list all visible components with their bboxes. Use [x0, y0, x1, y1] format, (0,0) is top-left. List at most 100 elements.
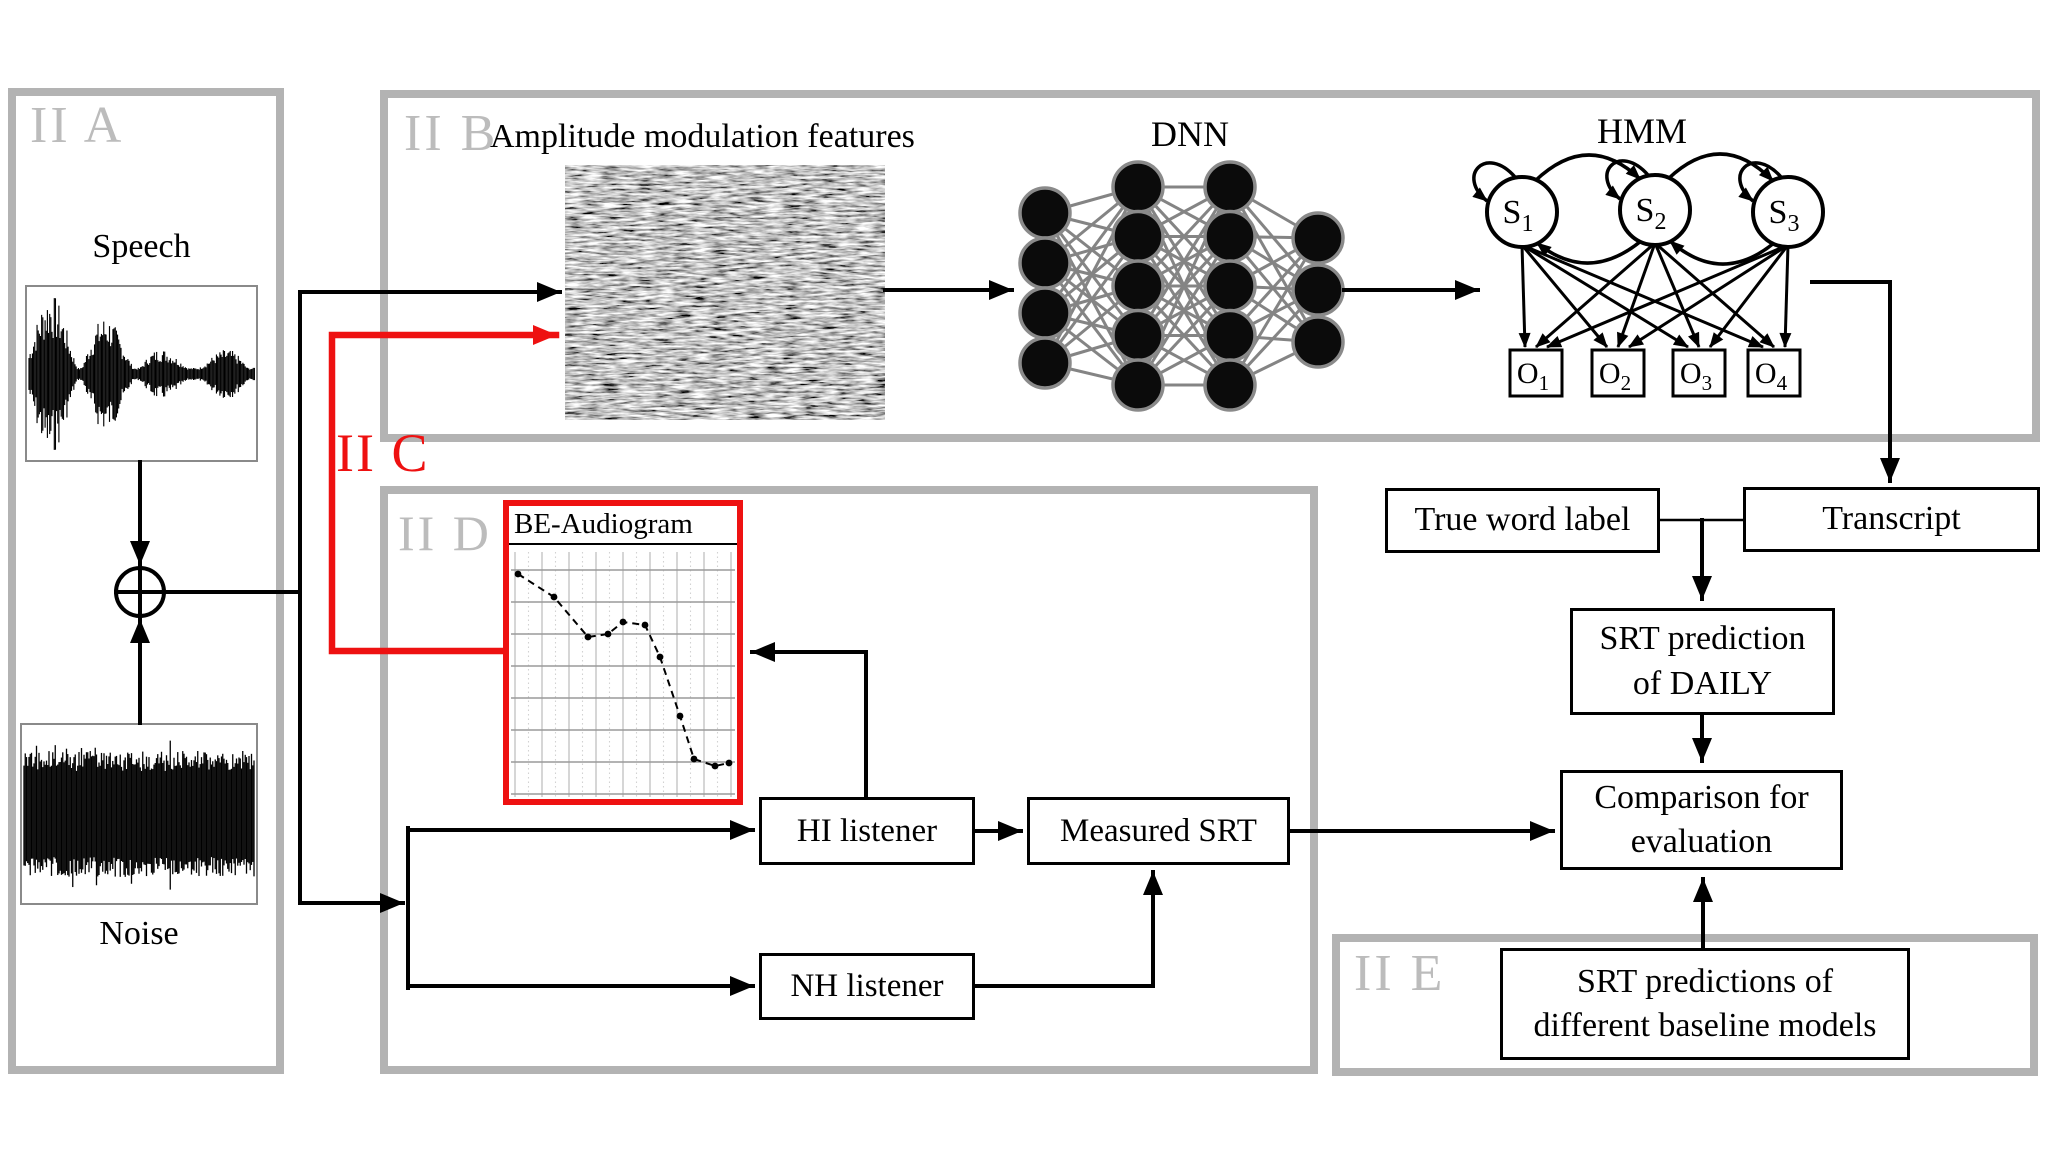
baseline-models-box: SRT predictions of different baseline mo… — [1500, 948, 1910, 1060]
section-iid-frame — [380, 486, 1318, 1074]
hmm-emission-arrow — [1521, 243, 1764, 349]
hmm-emission-arrow — [1653, 242, 1701, 348]
hmm-observation-label: O1 — [1517, 357, 1549, 395]
hmm-backward-arc — [1668, 239, 1776, 266]
speech-waveform-box — [25, 285, 258, 462]
be-audiogram-panel: BE-Audiogram — [503, 500, 743, 805]
srt-prediction-line1: SRT prediction — [1599, 620, 1806, 658]
baseline-line1: SRT predictions of — [1576, 962, 1834, 1000]
audiogram-title: BE-Audiogram — [509, 506, 737, 545]
hmm-emission-arrow — [1616, 242, 1657, 348]
dnn-node — [1018, 186, 1072, 240]
hi-listener-label: HI listener — [796, 812, 938, 849]
am-features-spectrogram — [565, 165, 885, 420]
hmm-state-label: S1 — [1503, 194, 1534, 237]
dnn-node — [1018, 286, 1072, 340]
hmm-emission-arrow — [1708, 244, 1790, 348]
dnn-node — [1203, 160, 1257, 214]
hmm-emission-arrow — [1779, 244, 1792, 348]
dnn-node — [1111, 358, 1165, 412]
true-word-label-text: True word label — [1414, 501, 1631, 539]
hmm-observation-box — [1671, 348, 1727, 398]
hmm-emission-arrow — [1546, 243, 1789, 349]
section-label-iib: II B — [404, 105, 499, 162]
am-features-title: Amplitude modulation features — [490, 118, 915, 155]
dnn-node — [1203, 259, 1257, 313]
hmm-forward-arc — [1533, 153, 1642, 183]
hmm-state-label: S3 — [1769, 194, 1800, 237]
audiogram-point — [604, 630, 612, 638]
hmm-emission-arrow — [1520, 244, 1609, 348]
section-iia-frame — [8, 88, 284, 1074]
speech-waveform — [28, 298, 255, 450]
srt-prediction-line2: of DAILY — [1632, 664, 1773, 702]
measured-srt-label: Measured SRT — [1060, 812, 1257, 849]
audiogram-point — [641, 621, 649, 629]
spectrogram-texture — [565, 165, 885, 420]
true-word-label-box: True word label — [1385, 488, 1660, 553]
hmm-emission-arrow — [1628, 243, 1789, 349]
baseline-line2: different baseline models — [1533, 1007, 1877, 1044]
noise-label: Noise — [99, 915, 179, 952]
nh-listener-label: NH listener — [790, 968, 944, 1005]
hmm-title: HMM — [1596, 111, 1688, 151]
dnn-connection — [1136, 235, 1232, 386]
section-label-iie: II E — [1354, 945, 1446, 1002]
dnn-node — [1018, 236, 1072, 290]
hmm-state-label: S2 — [1636, 192, 1667, 235]
hmm-emission-arrow — [1518, 244, 1531, 348]
section-label-iic: II C — [336, 423, 430, 483]
hmm-observation-box — [1590, 348, 1646, 398]
speech-label: Speech — [92, 228, 191, 265]
section-iie-frame — [1332, 934, 2038, 1076]
hmm-emission-arrow — [1521, 243, 1689, 349]
hmm-self-loop — [1472, 161, 1517, 203]
dnn-node — [1291, 211, 1345, 265]
dnn-node — [1111, 308, 1165, 363]
hmm-observation-label: O2 — [1599, 357, 1631, 395]
audiogram-point — [514, 570, 522, 578]
section-label-iia: II A — [30, 97, 125, 154]
hmm-forward-arc — [1666, 152, 1775, 183]
hmm-emission-arrow — [1535, 241, 1656, 349]
hmm-observation-box — [1746, 348, 1802, 398]
audiogram-point — [725, 759, 733, 767]
srt-prediction-box: SRT prediction of DAILY — [1570, 608, 1835, 715]
comparison-box: Comparison for evaluation — [1560, 770, 1843, 870]
transcript-label: Transcript — [1822, 500, 1961, 538]
dnn-node — [1111, 259, 1165, 313]
dnn-graphic — [1018, 160, 1345, 412]
hmm-emission-arrow — [1654, 241, 1775, 349]
dnn-node — [1111, 160, 1165, 214]
audiogram-point — [711, 762, 719, 770]
section-label-iid: II D — [398, 505, 492, 561]
hmm-state-circle — [1485, 175, 1559, 249]
dnn-node — [1203, 308, 1257, 363]
hmm-state-circle — [1618, 173, 1692, 247]
comparison-line2: evaluation — [1630, 823, 1773, 860]
noise-waveform — [23, 740, 255, 890]
measured-srt-box: Measured SRT — [1027, 797, 1290, 865]
transcript-box: Transcript — [1743, 487, 2040, 552]
audiogram-point — [619, 618, 627, 626]
dnn-connection — [1136, 186, 1232, 337]
hmm-state-circle — [1751, 175, 1825, 249]
dnn-node — [1291, 315, 1345, 369]
section-iib-frame — [380, 90, 2040, 442]
audiogram-point — [676, 712, 684, 720]
dnn-node — [1203, 358, 1257, 412]
dnn-connection — [1228, 237, 1320, 386]
hmm-observation-label: O3 — [1680, 357, 1712, 395]
noise-waveform-box — [20, 723, 258, 905]
audiogram-point — [690, 755, 698, 763]
dnn-node — [1203, 209, 1257, 264]
comparison-line1: Comparison for — [1594, 778, 1809, 816]
dnn-node — [1111, 209, 1165, 264]
hmm-backward-arc — [1535, 239, 1643, 265]
audiogram-point — [584, 633, 592, 641]
hmm-observation-label: O4 — [1755, 357, 1788, 395]
hi-listener-box: HI listener — [759, 797, 975, 865]
audiogram-point — [656, 653, 664, 661]
